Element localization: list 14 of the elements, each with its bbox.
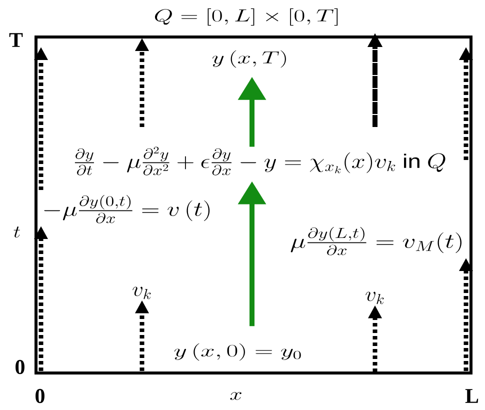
equation-formula: $\frac{\partial y}{\partial t} - \mu\frac{\partial^2 y}{\partial x^2} + \epsilon\frac{\partial y}{\partial x} - y = \chi_{x_k}(x) v_k\ \mathsf{in}\ Q$ [74,146,446,176]
axis-label: L [465,389,478,403]
axis-label: T [9,33,23,47]
control-label: $v_k$ [132,286,151,300]
axis-label: 0 [36,388,44,404]
terminal-condition-formula: $y\left(x, T\right)$ [212,50,286,68]
initial-condition-formula: $y\left(x, 0\right) = y_0$ [174,343,301,361]
boundary-condition-formula: $\mu\frac{\partial y(L,t)}{\partial x} = v_M(t)$ [290,227,462,256]
axis-label: 0 [16,360,24,374]
control-label: $v_k$ [366,292,384,304]
axis-label: $x$ [230,392,242,400]
axis-label: $t$ [14,226,20,238]
boundary-condition-formula: $-\mu\frac{\partial y(0,t)}{\partial x} = v\left(t\right)$ [44,195,210,224]
domain-formula: $Q = [0, L] \times [0, T]$ [154,8,338,26]
